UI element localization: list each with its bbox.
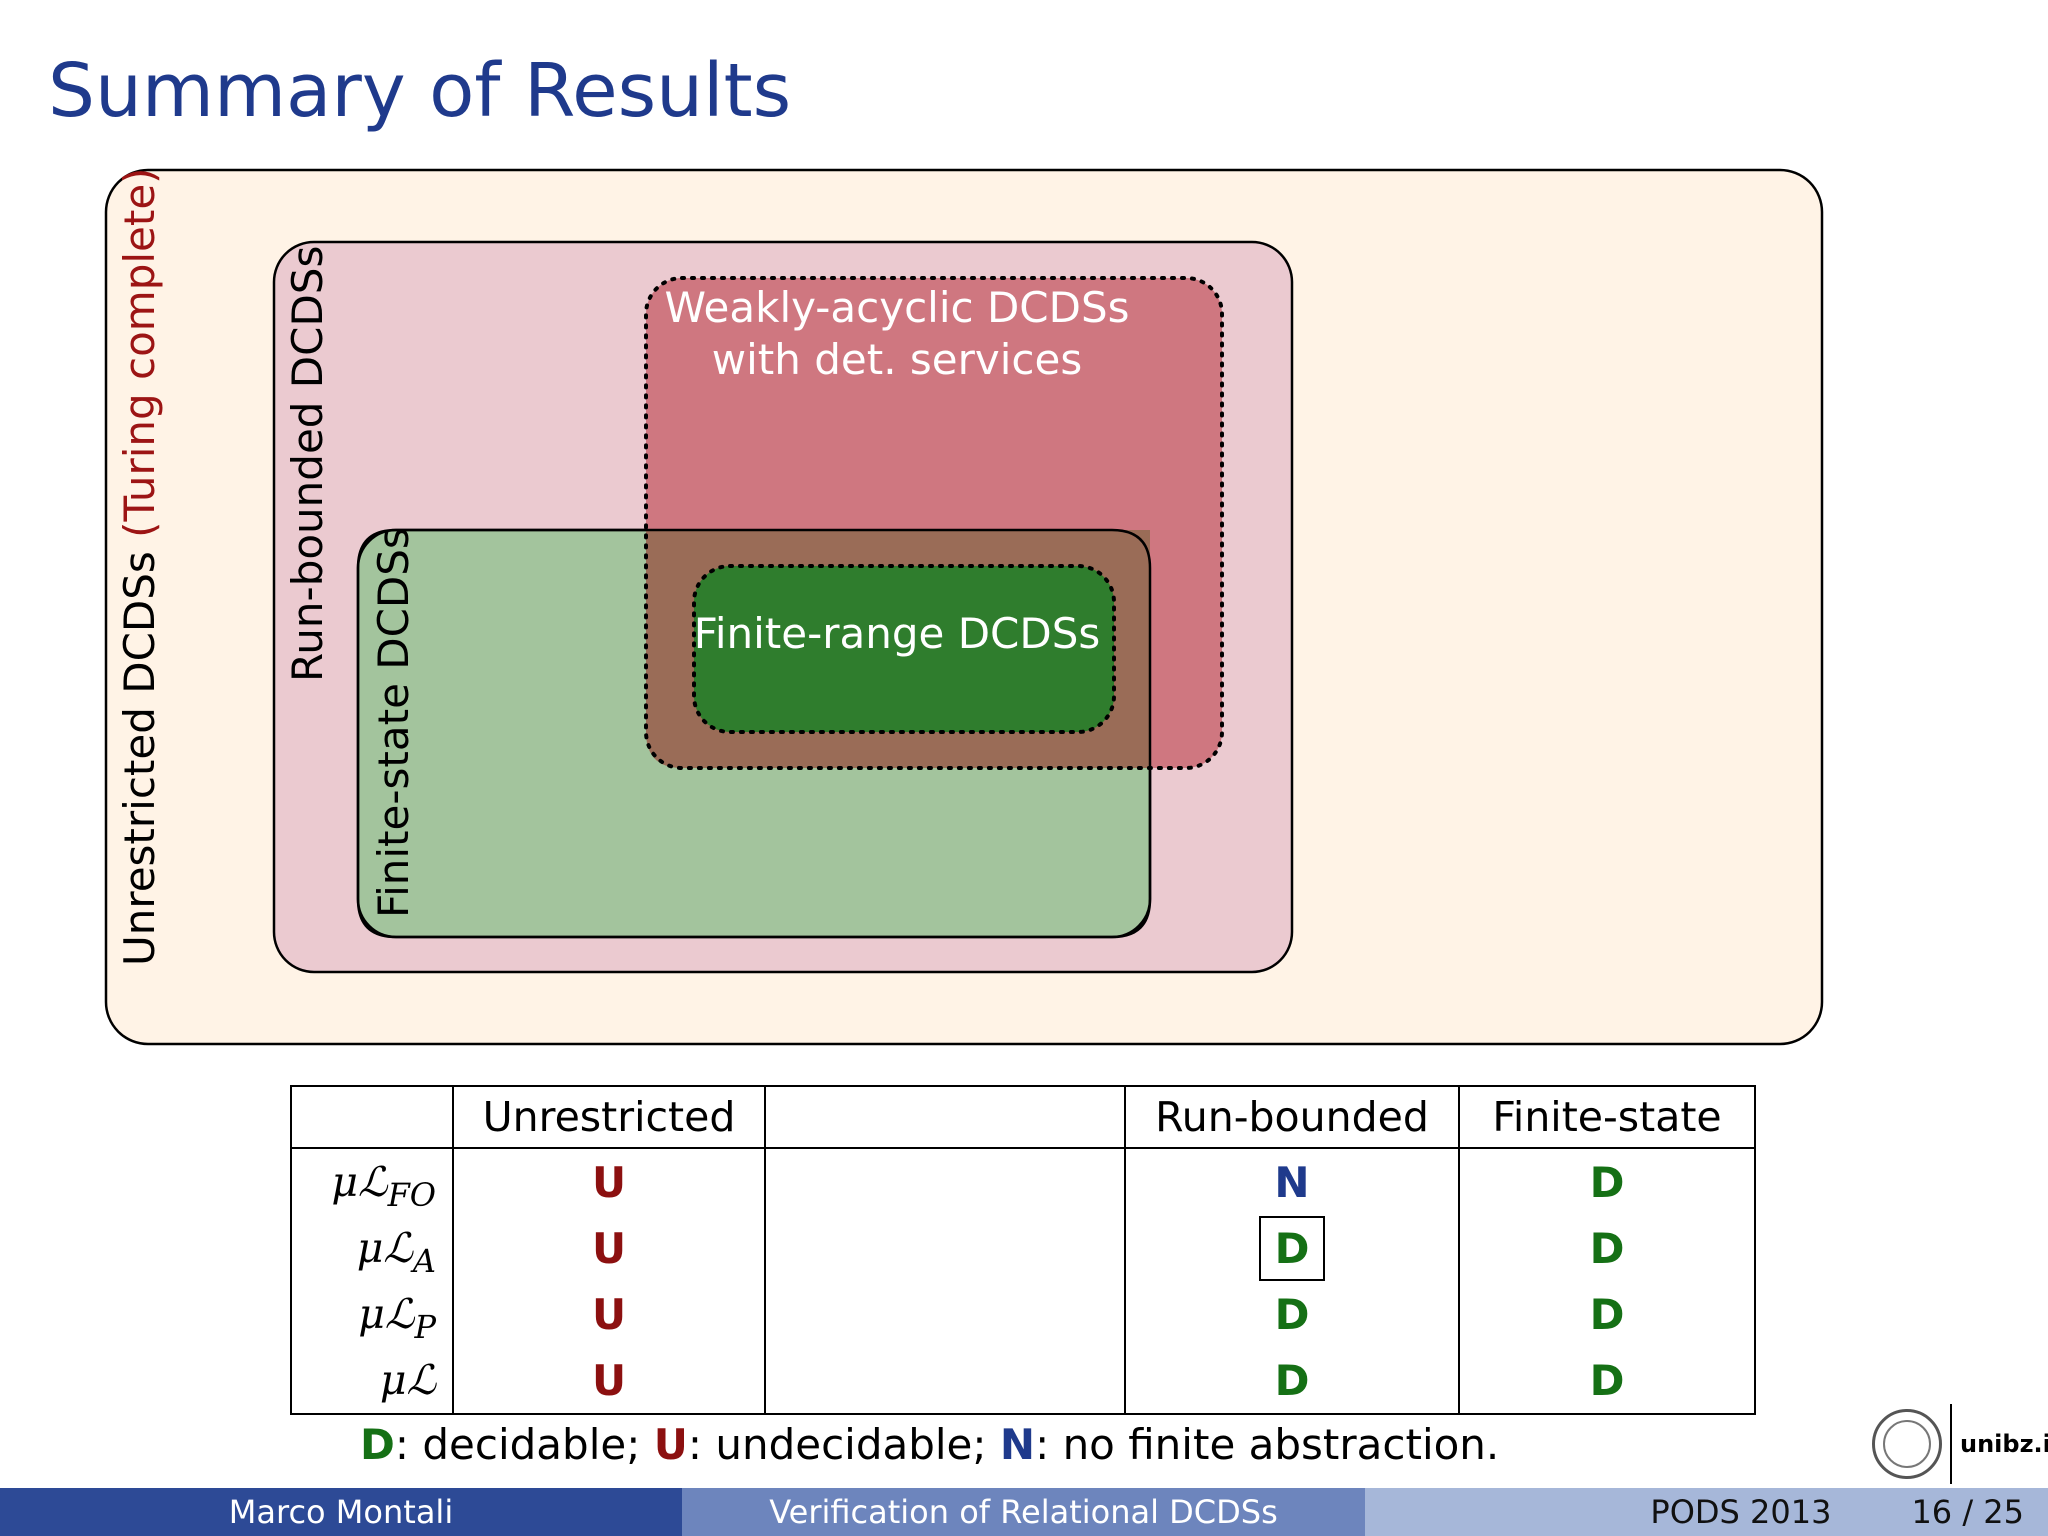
results-table: Unrestricted Run-bounded Finite-state μℒ… <box>290 1085 1756 1415</box>
header-blank <box>764 1086 1126 1149</box>
legend-u-text: : undecidable; <box>687 1420 1000 1469</box>
table-cell <box>764 1347 1126 1414</box>
weakly-acyclic-label-line2: with det. services <box>712 335 1082 384</box>
logo-divider <box>1950 1404 1952 1484</box>
row-label: μℒFO <box>290 1148 454 1215</box>
finite-state-border <box>356 528 1152 939</box>
footer-talk-title: Verification of Relational DCDSs <box>682 1488 1365 1536</box>
footer-bar: Marco Montali Verification of Relational… <box>0 1488 2048 1536</box>
header-unrestricted: Unrestricted <box>452 1086 766 1149</box>
table-cell: D <box>1458 1281 1756 1347</box>
legend-d-text: : decidable; <box>394 1420 654 1469</box>
legend: D: decidable; U: undecidable; N: no fini… <box>360 1420 1499 1469</box>
header-empty <box>290 1086 454 1149</box>
row-label: μℒP <box>290 1281 454 1347</box>
table-row: μℒP U D D <box>290 1281 1756 1347</box>
unrestricted-label: Unrestricted DCDSs (Turing complete) <box>115 167 164 966</box>
logo-brand: unibz.it <box>1960 1430 2048 1458</box>
row-label: μℒA <box>290 1215 454 1281</box>
header-run-bounded: Run-bounded <box>1124 1086 1460 1149</box>
header-finite-state: Finite-state <box>1458 1086 1756 1149</box>
venn-diagram: Unrestricted DCDSs (Turing complete) Run… <box>104 167 1824 1046</box>
table-cell: D <box>1124 1215 1460 1281</box>
table-cell <box>764 1148 1126 1215</box>
table-row: μℒ U D D <box>290 1347 1756 1414</box>
university-seal-icon <box>1872 1409 1942 1479</box>
footer-page-number: 16 / 25 <box>1911 1493 2024 1531</box>
legend-u-key: U <box>653 1420 688 1469</box>
slide-title: Summary of Results <box>48 48 792 134</box>
highlighted-result: D <box>1258 1215 1326 1281</box>
table-cell: U <box>452 1148 766 1215</box>
finite-range-label: Finite-range DCDSs <box>694 609 1101 658</box>
footer-author: Marco Montali <box>0 1488 682 1536</box>
weakly-acyclic-border <box>644 276 1224 770</box>
table-cell: U <box>452 1347 766 1414</box>
table-cell: N <box>1124 1148 1460 1215</box>
legend-n-text: : no finite abstraction. <box>1035 1420 1500 1469</box>
table-row: μℒFO U N D <box>290 1148 1756 1215</box>
table-header-row: Unrestricted Run-bounded Finite-state <box>290 1086 1756 1149</box>
legend-d-key: D <box>360 1420 395 1469</box>
table-cell: D <box>1124 1347 1460 1414</box>
row-label: μℒ <box>290 1347 454 1414</box>
table-cell <box>764 1281 1126 1347</box>
footer-right: PODS 2013 16 / 25 <box>1365 1488 2048 1536</box>
finite-range-region <box>692 564 1116 734</box>
table-cell <box>764 1215 1126 1281</box>
run-bounded-label: Run-bounded DCDSs <box>283 246 332 682</box>
university-logo: unibz.it <box>1872 1404 2048 1484</box>
finite-state-label: Finite-state DCDSs <box>369 527 418 918</box>
table-cell: D <box>1458 1347 1756 1414</box>
weakly-acyclic-label-line1: Weakly-acyclic DCDSs <box>664 283 1129 332</box>
table-cell: U <box>452 1215 766 1281</box>
table-cell: D <box>1124 1281 1460 1347</box>
legend-n-key: N <box>999 1420 1036 1469</box>
table-cell: D <box>1458 1215 1756 1281</box>
table-row: μℒA U D D <box>290 1215 1756 1281</box>
footer-venue: PODS 2013 <box>1650 1493 1832 1531</box>
table-cell: D <box>1458 1148 1756 1215</box>
table-cell: U <box>452 1281 766 1347</box>
